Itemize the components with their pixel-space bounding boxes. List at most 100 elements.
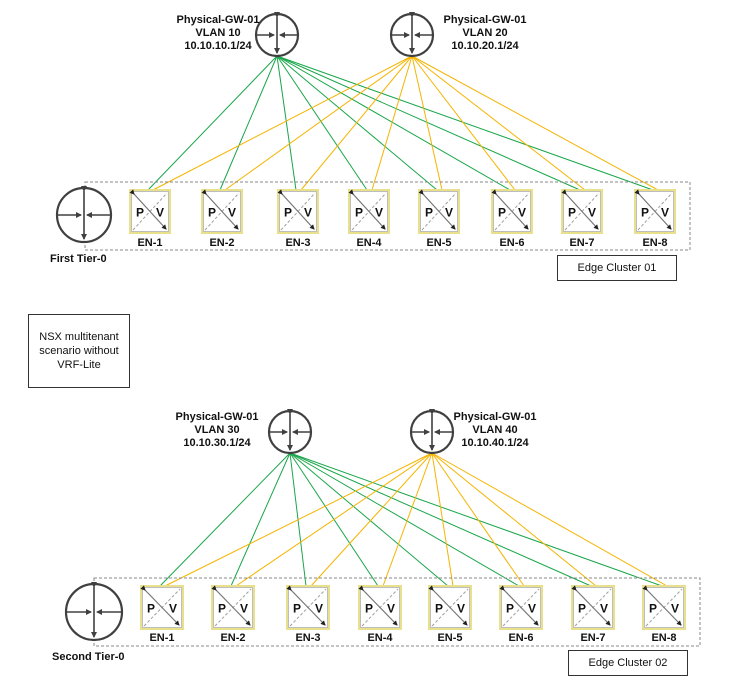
edge-node-label: EN-4 <box>356 237 382 249</box>
note-line: scenario without <box>39 345 119 357</box>
edge-node-p-label: P <box>649 602 657 616</box>
edge-node-v-label: V <box>528 602 536 616</box>
link-line <box>382 452 433 587</box>
router-icon <box>254 12 300 58</box>
edge-node-label: EN-1 <box>149 632 175 644</box>
gateway-ip: 10.10.20.1/24 <box>451 40 519 52</box>
gateway-name: Physical-GW-01 <box>176 14 260 26</box>
edge-node-p-label: P <box>425 206 433 220</box>
link-line <box>411 55 659 191</box>
gateway-name: Physical-GW-01 <box>453 411 537 423</box>
edge-node-label: EN-3 <box>295 632 321 644</box>
edge-node-v-label: V <box>600 602 608 616</box>
edge-node-diagonal <box>140 585 180 626</box>
link-line <box>289 452 592 587</box>
gateway-vlan: VLAN 10 <box>195 27 241 39</box>
edge-node-p-label: P <box>136 206 144 220</box>
link-line <box>289 452 663 587</box>
edge-node-label: EN-5 <box>437 632 463 644</box>
edge-node-label: EN-7 <box>580 632 606 644</box>
note-line: VRF-Lite <box>57 359 101 371</box>
link-line <box>152 55 413 191</box>
edge-node-p-label: P <box>568 206 576 220</box>
tier0-label: First Tier-0 <box>50 253 107 265</box>
router-icon <box>267 409 313 455</box>
link-line <box>431 452 525 587</box>
link-line <box>276 55 297 191</box>
edge-node-v-label: V <box>169 602 177 616</box>
edge-node-diagonal <box>634 189 672 230</box>
edge-node-v-label: V <box>457 602 465 616</box>
edge-node-v-label: V <box>588 206 596 220</box>
edge-node-p-label: P <box>506 602 514 616</box>
edge-node-v-label: V <box>518 206 526 220</box>
gateway-label: Physical-GW-01 VLAN 20 10.10.20.1/24 <box>430 14 540 53</box>
link-line <box>276 55 368 191</box>
router-icon <box>409 409 455 455</box>
gateway-ip: 10.10.30.1/24 <box>183 437 251 449</box>
edge-node-diagonal <box>642 585 682 626</box>
edge-node-label: EN-8 <box>651 632 677 644</box>
edge-node-v-label: V <box>228 206 236 220</box>
edge-node-diagonal <box>491 189 529 230</box>
edge-node-p-label: P <box>218 602 226 616</box>
edge-node-p-label: P <box>641 206 649 220</box>
gateway-name: Physical-GW-01 <box>175 411 259 423</box>
edge-node-label: EN-5 <box>426 237 452 249</box>
gateway-label: Physical-GW-01 VLAN 30 10.10.30.1/24 <box>162 411 272 450</box>
gateway-label: Physical-GW-01 VLAN 40 10.10.40.1/24 <box>440 411 550 450</box>
edge-node-diagonal <box>286 585 326 626</box>
gateway-ip: 10.10.10.1/24 <box>184 40 252 52</box>
link-line <box>371 55 413 191</box>
edge-node-label: EN-2 <box>209 237 235 249</box>
edge-cluster-frame <box>93 577 701 647</box>
edge-node-diagonal <box>418 189 456 230</box>
link-line <box>310 452 433 587</box>
gateway-label: Physical-GW-01 VLAN 10 10.10.10.1/24 <box>163 14 273 53</box>
edge-node-diagonal <box>561 189 599 230</box>
edge-node-diagonal <box>358 585 398 626</box>
edge-node-label: EN-7 <box>569 237 595 249</box>
edge-node-diagonal <box>211 585 251 626</box>
edge-node-v-label: V <box>445 206 453 220</box>
edge-node-p-label: P <box>355 206 363 220</box>
link-line <box>147 55 278 191</box>
edge-cluster-label: Edge Cluster 01 <box>557 255 677 281</box>
edge-node-diagonal <box>428 585 468 626</box>
edge-node-p-label: P <box>293 602 301 616</box>
note-line: NSX multitenant <box>39 331 119 343</box>
gateway-vlan: VLAN 40 <box>472 424 518 436</box>
link-line <box>276 55 581 191</box>
link-line <box>219 55 278 191</box>
links-layer <box>147 55 668 587</box>
tier0-label: Second Tier-0 <box>52 651 125 663</box>
link-line <box>230 452 291 587</box>
link-line <box>411 55 443 191</box>
edge-node-p-label: P <box>147 602 155 616</box>
link-line <box>224 55 413 191</box>
link-line <box>289 452 449 587</box>
edge-node-diagonal <box>499 585 539 626</box>
gateway-vlan: VLAN 20 <box>462 27 508 39</box>
link-line <box>411 55 586 191</box>
edge-node-label: EN-6 <box>499 237 525 249</box>
edge-node-v-label: V <box>304 206 312 220</box>
edge-node-p-label: P <box>498 206 506 220</box>
edge-node-p-label: P <box>208 206 216 220</box>
edge-node-v-label: V <box>315 602 323 616</box>
edge-node-v-label: V <box>387 602 395 616</box>
edge-cluster-label: Edge Cluster 02 <box>568 650 688 676</box>
